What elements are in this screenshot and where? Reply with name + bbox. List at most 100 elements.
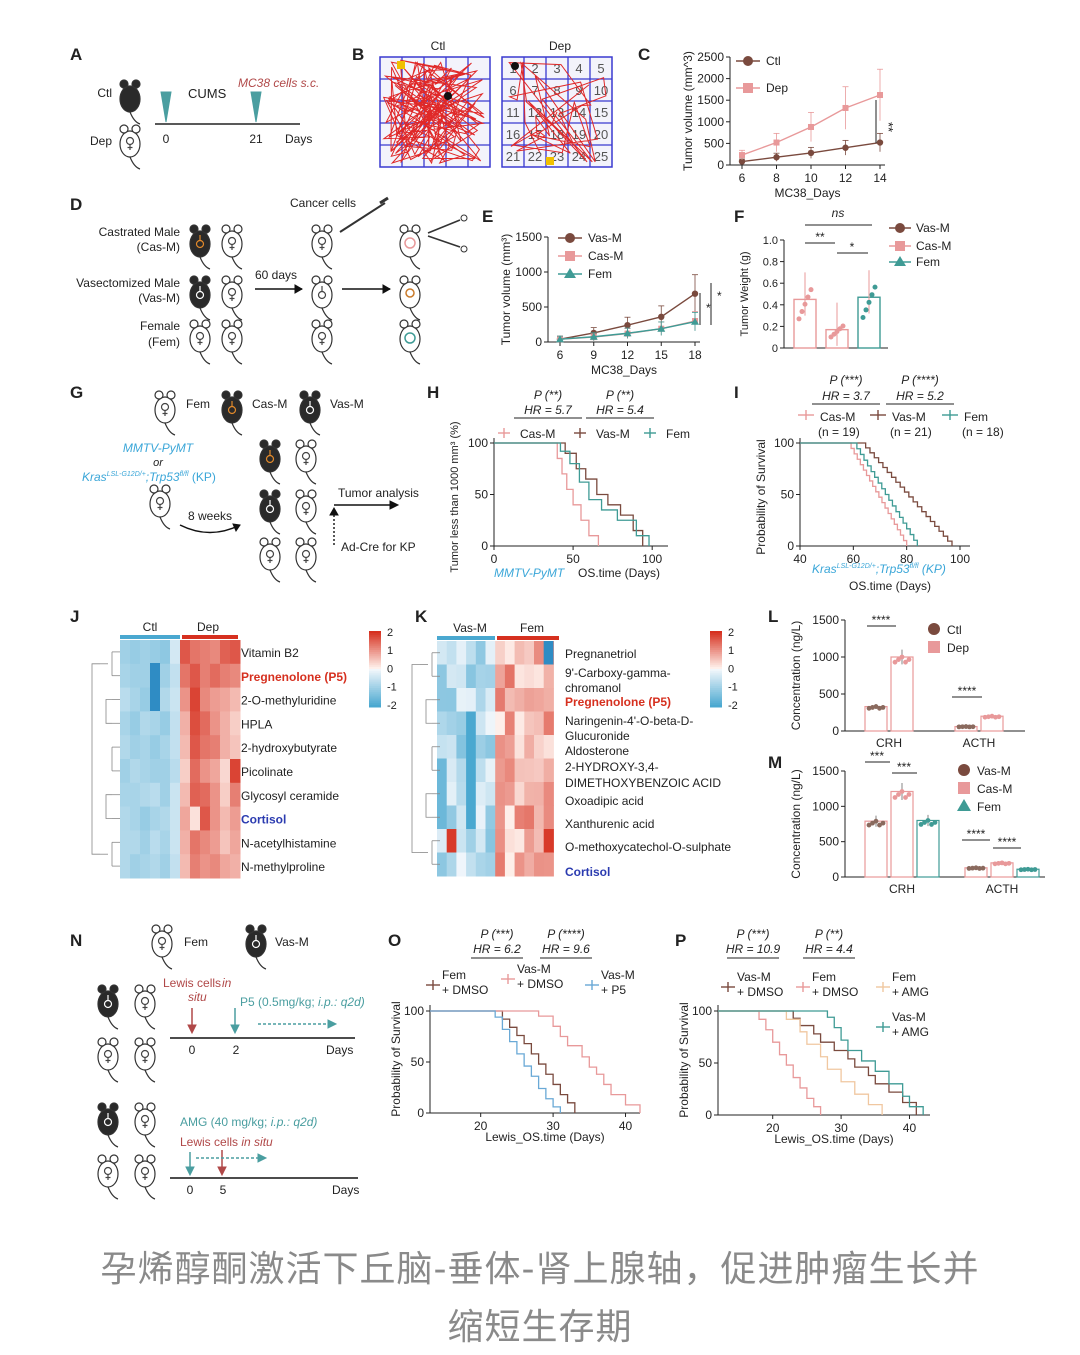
chart-P-ylabel: Probability of Survival bbox=[677, 1002, 691, 1117]
km-curve-fem bbox=[800, 442, 918, 546]
arrowhead bbox=[185, 1166, 195, 1177]
mouse-ear bbox=[161, 484, 171, 494]
mouse-body bbox=[245, 930, 267, 958]
heatmap-j-colorbar-step bbox=[369, 697, 381, 700]
data-dot bbox=[805, 294, 811, 300]
legend-label-Fem + AMG: + AMG bbox=[892, 985, 929, 999]
mouse-ear bbox=[295, 439, 305, 449]
heatmap-j-cell bbox=[150, 782, 161, 808]
mouse-fem bbox=[189, 319, 211, 365]
stat-p: P (***) bbox=[737, 927, 770, 941]
heatmap-k-cell bbox=[514, 735, 525, 759]
data-dot bbox=[808, 287, 814, 293]
heatmap-j-cell bbox=[190, 782, 201, 808]
heatmap-k-cell bbox=[446, 805, 457, 830]
sig-annotation: **** bbox=[958, 684, 977, 698]
mouse-ear bbox=[307, 439, 317, 449]
row-label: Glycosyl ceramide bbox=[241, 789, 339, 803]
scissors-handle bbox=[460, 214, 468, 222]
heatmap-j-cell bbox=[130, 782, 141, 808]
heatmap-k-cell bbox=[437, 735, 448, 759]
data-dot bbox=[892, 795, 898, 800]
heatmap-k-cell bbox=[485, 735, 496, 759]
mouse-body bbox=[311, 281, 333, 309]
mouse-ear bbox=[245, 924, 255, 934]
mouse-body bbox=[221, 396, 243, 424]
chart-I-x-tick-label: 40 bbox=[793, 552, 807, 566]
chart-E-y-tick-label: 500 bbox=[522, 300, 542, 314]
heatmap-j-cell bbox=[190, 759, 201, 784]
mouse-cohort bbox=[295, 537, 317, 583]
data-point-Dep bbox=[773, 139, 780, 146]
trp53-superscript: fl/fl bbox=[180, 471, 189, 478]
chart-O-x-tick-label: 20 bbox=[474, 1119, 488, 1133]
km-curve-fem-amg bbox=[718, 1010, 883, 1115]
chart-C-x-tick-label: 8 bbox=[773, 171, 780, 185]
heatmap-j-cell bbox=[170, 711, 181, 736]
heatmap-j-cell bbox=[220, 663, 231, 689]
heatmap-k-colorbar-step bbox=[710, 680, 722, 683]
data-dot bbox=[880, 820, 886, 826]
heatmap-k-colorbar-step bbox=[710, 669, 722, 672]
chart-E-y-tick-label: 0 bbox=[535, 335, 542, 349]
mouse-tail bbox=[129, 156, 141, 170]
heatmap-j-cell bbox=[210, 782, 221, 808]
mouse-ear bbox=[221, 275, 231, 285]
heatmap-k-cell bbox=[543, 805, 554, 830]
mouse-tail bbox=[129, 111, 141, 125]
heatmap-k-cell bbox=[524, 711, 535, 736]
mouse-cohort bbox=[97, 984, 119, 1030]
heatmap-j-cell bbox=[180, 782, 191, 808]
heatmap-k-colorbar-label: 2 bbox=[728, 627, 734, 639]
heatmap-k-colorbar-step bbox=[710, 672, 722, 676]
heatmap-k-colorbar-label: -2 bbox=[728, 700, 738, 712]
heatmap-j-cell bbox=[150, 663, 160, 711]
dendrogram-k-branch bbox=[425, 699, 432, 724]
heatmap-j-cell bbox=[160, 687, 171, 712]
grid-dep-cell-number: 21 bbox=[506, 149, 520, 164]
chart-E-x-tick-label: 6 bbox=[557, 348, 564, 362]
mouse-fem bbox=[151, 924, 173, 970]
chart-C-x-tick-label: 6 bbox=[739, 171, 746, 185]
chart-C-y-tick-label: 2000 bbox=[697, 72, 724, 86]
row-label: DIMETHOXYBENZOIC ACID bbox=[565, 776, 721, 790]
heatmap-j-cell bbox=[170, 806, 181, 831]
heatmap-j-cell bbox=[120, 711, 131, 736]
sig-annotation: * bbox=[717, 289, 722, 303]
legend-marker bbox=[957, 799, 971, 811]
chart-P-y-tick-label: 50 bbox=[699, 1056, 713, 1070]
chart-C-x-tick-label: 12 bbox=[839, 171, 853, 185]
mouse-tail bbox=[144, 1069, 156, 1083]
stat-hr: HR = 5.4 bbox=[596, 403, 644, 417]
data-dot bbox=[996, 714, 1002, 720]
heatmap-k-cell bbox=[475, 829, 486, 853]
heatmap-j-cell bbox=[140, 663, 151, 689]
heatmap-j-cell bbox=[120, 830, 131, 855]
group-bar-fem bbox=[497, 636, 559, 640]
data-point-Vas-M bbox=[691, 290, 699, 297]
mouse-dep bbox=[119, 124, 141, 170]
mouse-injected bbox=[311, 224, 333, 270]
mouse-tail bbox=[231, 307, 243, 321]
data-dot bbox=[880, 705, 886, 710]
mouse-ear bbox=[134, 1154, 144, 1164]
chart-I-y-tick-label: 100 bbox=[774, 436, 794, 450]
chart-H-y-tick-label: 50 bbox=[475, 488, 489, 502]
data-point-Vas-M bbox=[624, 322, 631, 329]
mouse-tail bbox=[107, 1016, 119, 1030]
caption-line-1: 孕烯醇酮激活下丘脑-垂体-肾上腺轴，促进肿瘤生长并 bbox=[100, 1249, 980, 1290]
heatmap-j-cell bbox=[170, 830, 181, 855]
arrowhead bbox=[389, 500, 400, 510]
data-dot bbox=[970, 865, 975, 871]
legend-label-Cas-M: Cas-M bbox=[520, 427, 555, 441]
data-dot bbox=[866, 299, 872, 305]
row-label: Pregnenolone (P5) bbox=[565, 695, 671, 709]
mouse-vas bbox=[245, 924, 267, 970]
mouse-cas bbox=[221, 390, 243, 436]
heatmap-j-colorbar-step bbox=[369, 657, 381, 660]
mouse-tumor bbox=[399, 319, 421, 365]
heatmap-j-cell bbox=[220, 640, 231, 665]
heatmap-k-cell bbox=[456, 805, 467, 830]
legend-marker bbox=[928, 623, 940, 635]
km-curve-vas-amg bbox=[718, 1010, 924, 1115]
